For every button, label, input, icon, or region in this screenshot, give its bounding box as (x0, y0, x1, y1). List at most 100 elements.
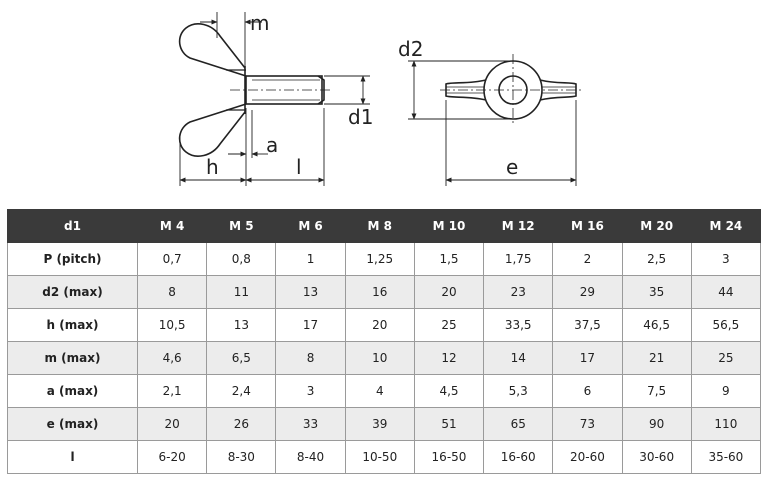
header-size: M 12 (483, 209, 554, 243)
label-d1: d1 (348, 105, 373, 129)
table-cell: 2,4 (206, 374, 277, 408)
row-label: a (max) (7, 374, 138, 408)
table-cell: 33,5 (483, 308, 554, 342)
table-cell: 20 (413, 275, 485, 309)
table-cell: 2 (552, 242, 623, 276)
table-cell: 73 (552, 407, 623, 441)
table-cell: 0,8 (206, 242, 277, 276)
row-label: h (max) (7, 308, 138, 342)
label-m: m (250, 11, 269, 35)
table-cell: 25 (413, 308, 485, 342)
table-cell: 26 (206, 407, 277, 441)
table-cell: 65 (483, 407, 554, 441)
table-cell: 90 (621, 407, 692, 441)
table-cell: 35-60 (690, 440, 762, 474)
table-cell: 10 (344, 341, 415, 375)
side-view (178, 12, 370, 186)
table-cell: 9 (690, 374, 762, 408)
table-cell: 12 (413, 341, 485, 375)
wing-bolt-drawing-svg: m d1 a h l (178, 11, 582, 186)
header-size: M 6 (275, 209, 346, 243)
table-cell: 35 (621, 275, 692, 309)
table-cell: 7,5 (621, 374, 692, 408)
table-cell: 4,6 (136, 341, 208, 375)
table-cell: 8-30 (206, 440, 277, 474)
table-cell: 16 (344, 275, 415, 309)
table-cell: 25 (690, 341, 762, 375)
table-cell: 46,5 (621, 308, 692, 342)
table-cell: 17 (275, 308, 346, 342)
table-cell: 6,5 (206, 341, 277, 375)
table-cell: 39 (344, 407, 415, 441)
header-size: M 16 (552, 209, 623, 243)
table-cell: 1,25 (344, 242, 415, 276)
table-cell: 2,5 (621, 242, 692, 276)
table-cell: 10-50 (344, 440, 415, 474)
table-cell: 29 (552, 275, 623, 309)
table-cell: 10,5 (136, 308, 208, 342)
label-h: h (206, 155, 219, 179)
table-cell: 8 (136, 275, 208, 309)
label-a: a (266, 133, 278, 157)
table-cell: 8 (275, 341, 346, 375)
table-cell: 5,3 (483, 374, 554, 408)
row-label: l (7, 440, 138, 474)
header-size: M 20 (621, 209, 692, 243)
table-cell: 33 (275, 407, 346, 441)
table-cell: 13 (275, 275, 346, 309)
table-cell: 1 (275, 242, 346, 276)
table-cell: 11 (206, 275, 277, 309)
label-l: l (296, 155, 302, 179)
table-cell: 8-40 (275, 440, 346, 474)
table-cell: 20-60 (552, 440, 623, 474)
table-cell: 21 (621, 341, 692, 375)
table-cell: 6-20 (136, 440, 208, 474)
top-view (408, 54, 582, 186)
lower-wing (178, 103, 247, 157)
table-cell: 3 (275, 374, 346, 408)
table-cell: 0,7 (136, 242, 208, 276)
row-label: e (max) (7, 407, 138, 441)
table-cell: 20 (344, 308, 415, 342)
table-cell: 2,1 (136, 374, 208, 408)
row-label: d2 (max) (7, 275, 138, 309)
table-cell: 6 (552, 374, 623, 408)
row-label: m (max) (7, 341, 138, 375)
table-cell: 16-50 (413, 440, 485, 474)
table-cell: 23 (483, 275, 554, 309)
table-cell: 4 (344, 374, 415, 408)
table-cell: 3 (690, 242, 762, 276)
header-size: M 4 (136, 209, 208, 243)
table-cell: 17 (552, 341, 623, 375)
table-cell: 20 (136, 407, 208, 441)
table-cell: 1,5 (413, 242, 485, 276)
table-cell: 110 (690, 407, 762, 441)
table-cell: 13 (206, 308, 277, 342)
technical-drawing: m d1 a h l (0, 0, 768, 205)
upper-wing (178, 23, 247, 77)
header-size: M 8 (344, 209, 415, 243)
header-size: M 5 (206, 209, 277, 243)
table-cell: 4,5 (413, 374, 485, 408)
table-cell: 44 (690, 275, 762, 309)
label-e: e (506, 155, 518, 179)
label-d2: d2 (398, 37, 423, 61)
table-cell: 14 (483, 341, 554, 375)
header-d1: d1 (7, 209, 138, 243)
row-label: P (pitch) (7, 242, 138, 276)
table-cell: 56,5 (690, 308, 762, 342)
table-cell: 1,75 (483, 242, 554, 276)
table-cell: 51 (413, 407, 485, 441)
table-cell: 16-60 (483, 440, 554, 474)
header-size: M 10 (413, 209, 485, 243)
